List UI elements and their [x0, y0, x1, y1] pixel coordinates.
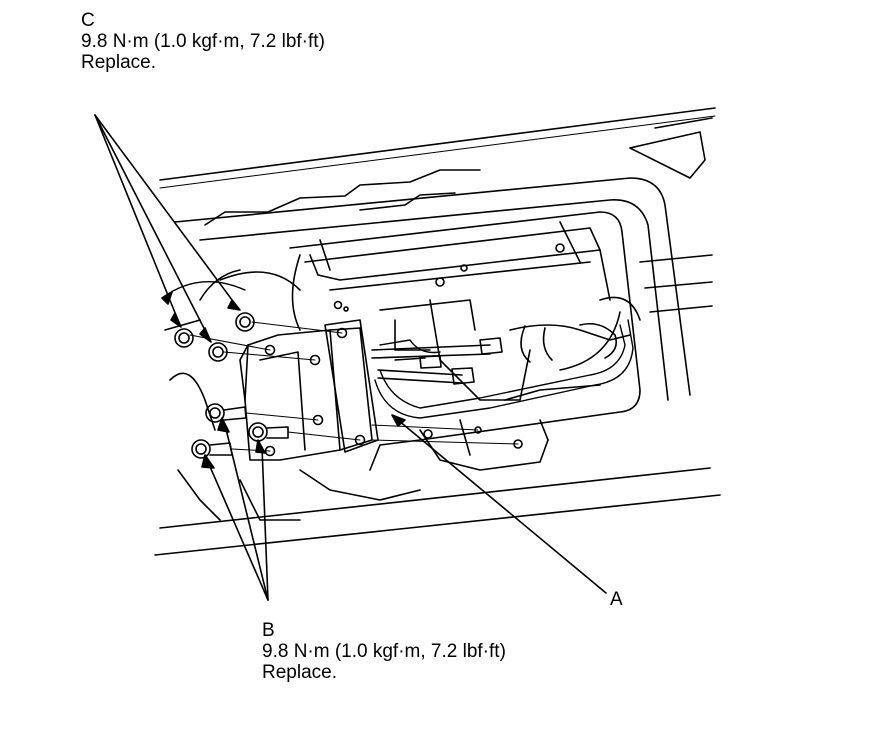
callout-a-letter: A	[610, 589, 623, 610]
callout-b: B 9.8 N·m (1.0 kgf·m, 7.2 lbf·ft) Replac…	[262, 620, 506, 683]
callout-b-torque: 9.8 N·m (1.0 kgf·m, 7.2 lbf·ft)	[262, 641, 506, 662]
callout-c-letter: C	[81, 10, 95, 31]
leader-b	[202, 418, 268, 600]
callout-b-letter: B	[262, 620, 275, 641]
wire-harness	[375, 320, 633, 418]
callout-c: C 9.8 N·m (1.0 kgf·m, 7.2 lbf·ft) Replac…	[81, 10, 325, 73]
studs	[372, 338, 518, 444]
callout-c-torque: 9.8 N·m (1.0 kgf·m, 7.2 lbf·ft)	[81, 31, 325, 52]
callout-c-note: Replace.	[81, 52, 156, 73]
leader-c	[95, 115, 245, 342]
bracket-a	[240, 320, 378, 460]
callout-b-note: Replace.	[262, 662, 337, 683]
leader-a	[392, 415, 606, 593]
b-bolts	[192, 404, 360, 458]
body-panel	[155, 108, 720, 555]
c-bolts	[175, 313, 342, 361]
housing	[165, 212, 640, 520]
